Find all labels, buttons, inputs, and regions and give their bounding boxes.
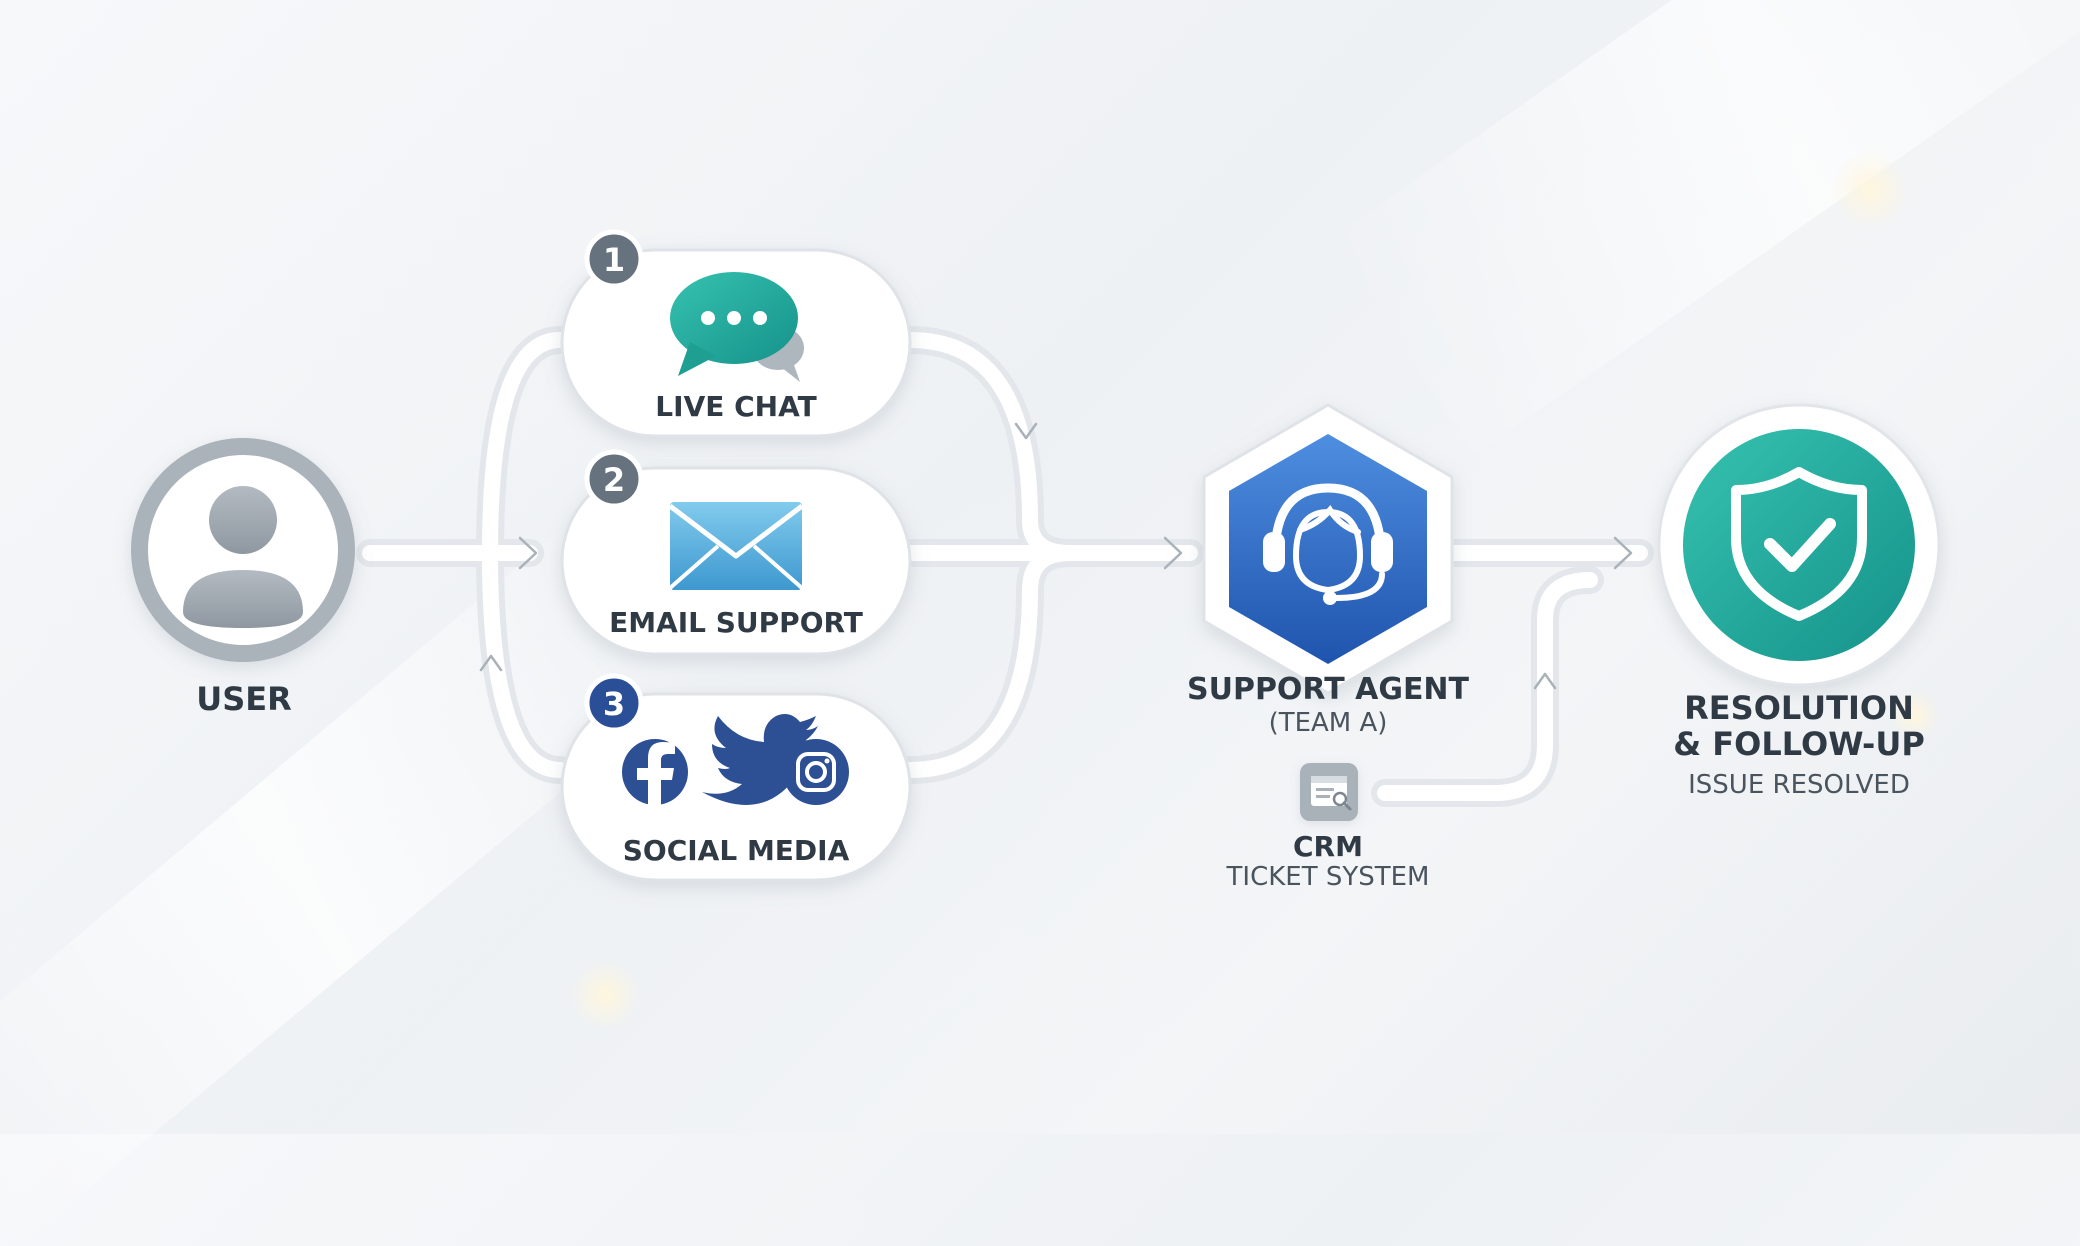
light-glow — [1890, 690, 1940, 740]
svg-text:3: 3 — [603, 685, 625, 723]
arrow-up-icon — [1533, 672, 1557, 690]
resolution-node[interactable] — [1657, 403, 1941, 687]
badge-3: 3 — [584, 673, 644, 733]
email-support-card[interactable] — [560, 466, 912, 656]
support-agent-node[interactable] — [1202, 403, 1454, 695]
crm-node[interactable] — [1300, 763, 1358, 821]
crm-sublabel: TICKET SYSTEM — [1226, 862, 1430, 892]
arrow-right-icon — [1613, 536, 1633, 570]
user-node[interactable] — [131, 438, 355, 662]
arrow-right-icon — [518, 536, 538, 570]
user-label: USER — [196, 680, 292, 718]
light-glow — [570, 960, 640, 1030]
instagram-icon — [783, 739, 849, 805]
live-chat-card[interactable] — [560, 248, 912, 438]
chat-bubble-icon — [670, 272, 804, 382]
badge-2: 2 — [584, 449, 644, 509]
email-support-label: EMAIL SUPPORT — [609, 606, 863, 639]
shield-check-icon — [1731, 467, 1867, 621]
headset-icon — [1263, 483, 1393, 605]
svg-text:2: 2 — [603, 461, 625, 499]
support-agent-label: SUPPORT AGENT — [1186, 672, 1470, 707]
arrow-right-icon — [1163, 536, 1183, 570]
crm-label: CRM — [1293, 830, 1363, 863]
flow-diagram: 1 2 3 — [131, 229, 1941, 882]
connector-tracks — [356, 326, 1654, 807]
arrow-heads — [479, 422, 1633, 690]
resolution-label-line1: RESOLUTION — [1684, 689, 1914, 727]
resolution-sublabel: ISSUE RESOLVED — [1688, 770, 1910, 800]
user-icon — [183, 486, 303, 628]
live-chat-label: LIVE CHAT — [655, 390, 817, 423]
svg-text:1: 1 — [603, 241, 625, 279]
facebook-icon — [622, 739, 688, 806]
arrow-up-icon — [479, 654, 503, 672]
envelope-icon — [668, 502, 804, 590]
resolution-label-line2: & FOLLOW-UP — [1673, 725, 1925, 763]
ticket-icon — [1311, 776, 1352, 811]
social-media-label: SOCIAL MEDIA — [622, 834, 850, 867]
arrow-down-icon — [1014, 422, 1038, 440]
badge-1: 1 — [584, 229, 644, 289]
social-media-card[interactable] — [560, 692, 912, 882]
light-glow — [1830, 150, 1910, 230]
support-agent-sublabel: (TEAM A) — [1268, 708, 1388, 738]
